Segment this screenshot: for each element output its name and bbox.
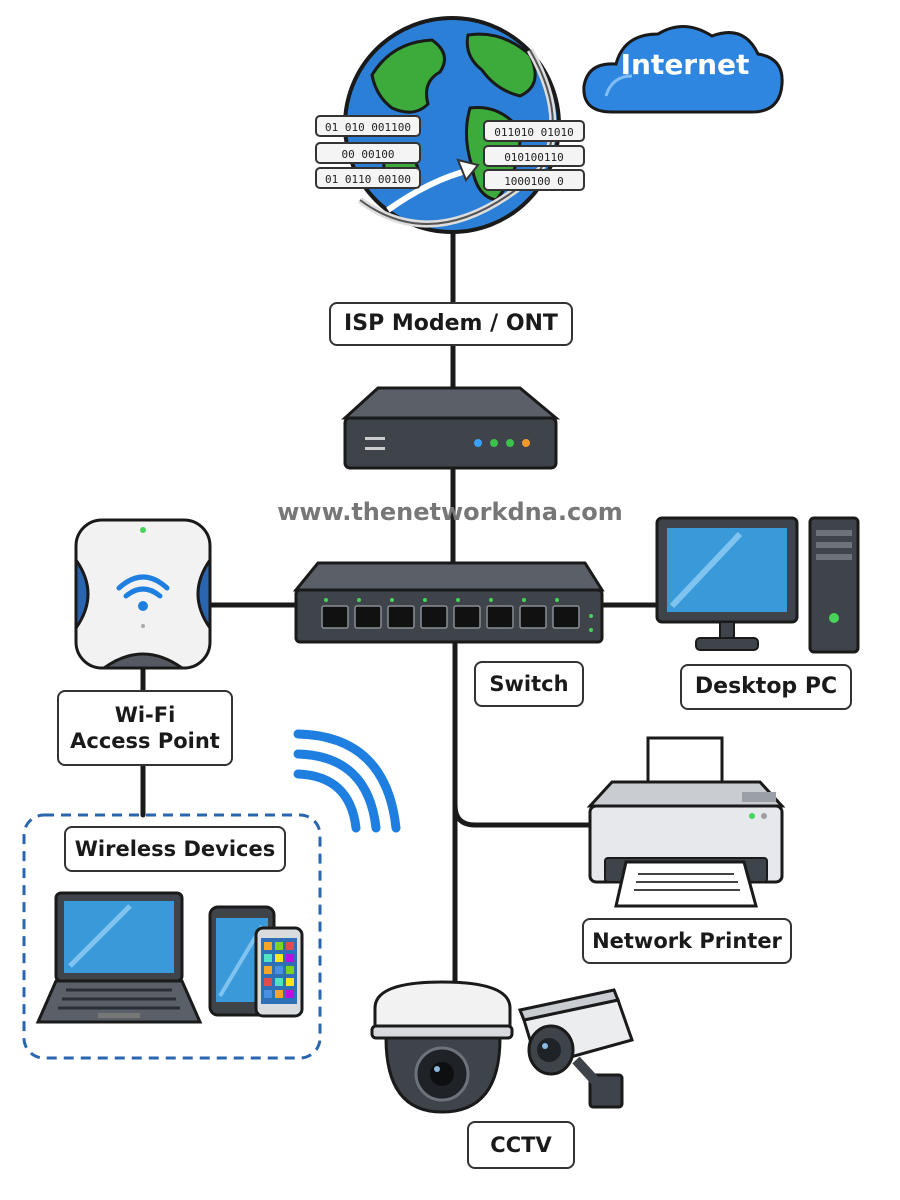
- cloud-icon: [582, 25, 784, 114]
- status-light: [506, 439, 514, 447]
- laptop-icon: [35, 891, 203, 1024]
- binary-text: 1000100 0: [504, 175, 564, 188]
- printer-icon: [586, 736, 786, 908]
- switch-label: Switch: [474, 661, 584, 707]
- bullet-camera-icon: [517, 988, 634, 1109]
- tablet-icon: [254, 926, 304, 1018]
- binary-data-ring: 01 010 001100 00 00100 01 0110 00100 011…: [315, 115, 585, 191]
- dome-camera-icon: [370, 980, 514, 1114]
- isp-modem-label: ISP Modem / ONT: [329, 302, 573, 346]
- watermark: www.thenetworkdna.com: [277, 498, 623, 526]
- binary-text: 011010 01010: [494, 126, 573, 139]
- status-light: [490, 439, 498, 447]
- access-point-label: Wi-Fi Access Point: [57, 690, 233, 766]
- network-printer-label: Network Printer: [582, 918, 792, 964]
- binary-text: 01 010 001100: [325, 121, 411, 134]
- connection-lines: [140, 212, 658, 988]
- access-point-label-line1: Wi-Fi: [114, 702, 176, 727]
- link-switch-printer: [452, 802, 593, 828]
- wireless-devices-group: [22, 813, 322, 1060]
- internet-label: Internet: [620, 48, 750, 81]
- access-point-icon: [74, 518, 212, 670]
- wireless-devices-label: Wireless Devices: [64, 826, 286, 872]
- desktop-pc-icon: [655, 516, 860, 654]
- desktop-pc-label: Desktop PC: [680, 664, 852, 710]
- modem-icon: [341, 386, 561, 470]
- binary-text: 010100110: [504, 151, 564, 164]
- status-light: [474, 439, 482, 447]
- wifi-signal-icon: [293, 729, 401, 833]
- switch-icon: [292, 561, 605, 644]
- access-point-label-line2: Access Point: [70, 729, 220, 753]
- cctv-label: CCTV: [467, 1121, 575, 1169]
- binary-text: 01 0110 00100: [325, 173, 411, 186]
- status-light: [522, 439, 530, 447]
- binary-text: 00 00100: [342, 148, 395, 161]
